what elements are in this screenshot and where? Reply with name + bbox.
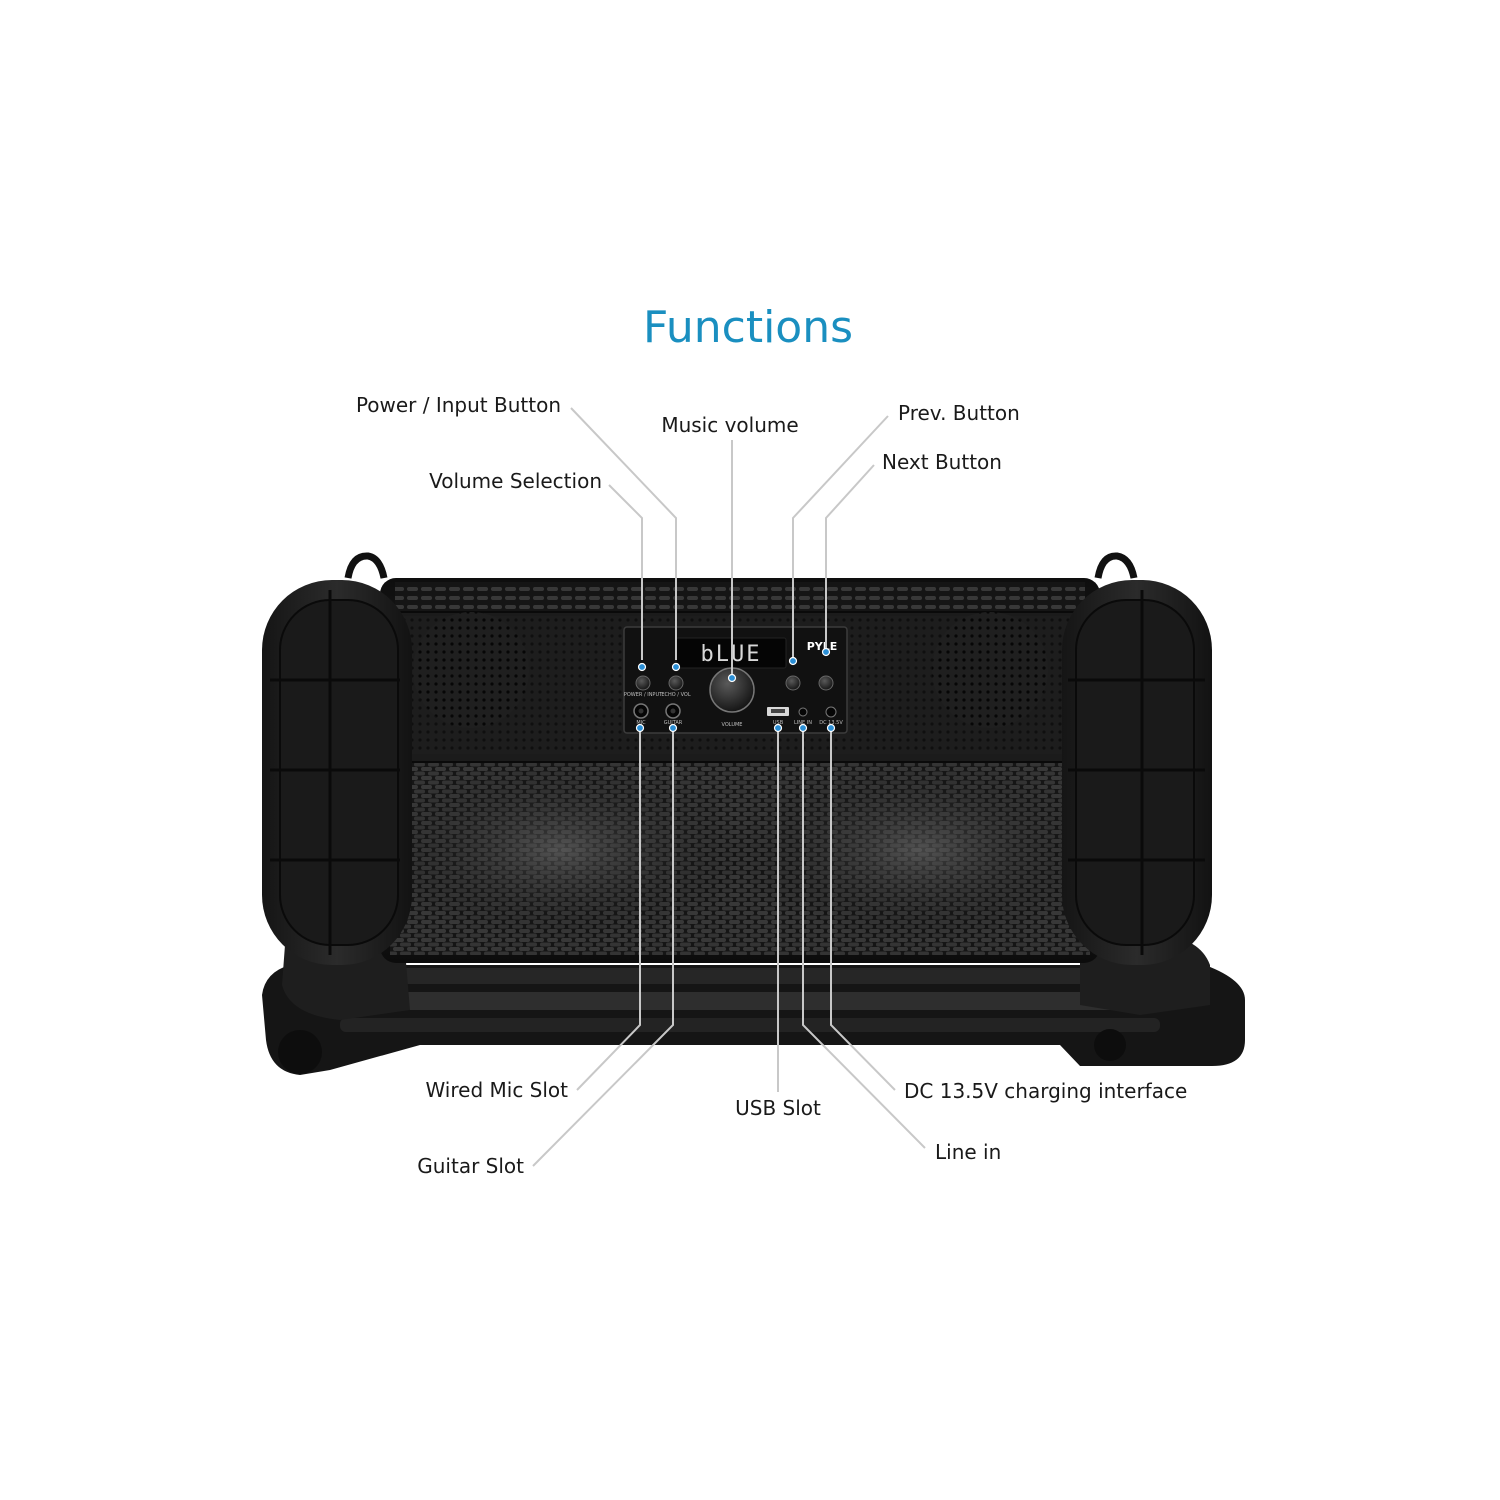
- leader-guitar: [532, 728, 674, 1167]
- page-title: Functions: [643, 302, 853, 353]
- dc-jack[interactable]: [825, 706, 837, 718]
- label-dc: DC 13.5V charging interface: [904, 1079, 1187, 1103]
- power-input-button[interactable]: [635, 675, 651, 691]
- volume-label: VOLUME: [722, 722, 743, 728]
- dot-music-volume: [727, 673, 737, 683]
- echo-vol-button[interactable]: [668, 675, 684, 691]
- label-next: Next Button: [882, 450, 1002, 474]
- leader-power-input: [570, 407, 677, 660]
- next-button[interactable]: [818, 675, 834, 691]
- right-end-cap: [1062, 580, 1212, 965]
- dot-dc: [826, 723, 836, 733]
- label-power-input: Power / Input Button: [356, 393, 561, 417]
- echo-vol-label: ECHO / VOL: [661, 692, 690, 698]
- stand: [262, 935, 1245, 1075]
- dot-volume-selection: [637, 662, 647, 672]
- dot-power-input: [671, 662, 681, 672]
- label-line-in: Line in: [935, 1140, 1001, 1164]
- leader-dc: [830, 728, 896, 1091]
- leader-prev: [792, 415, 889, 660]
- label-usb: USB Slot: [735, 1096, 821, 1120]
- line-in-jack[interactable]: [798, 707, 808, 717]
- dot-guitar: [668, 723, 678, 733]
- brand-logo-text: PYLE: [807, 640, 838, 653]
- usb-label: USB: [773, 720, 784, 726]
- prev-button[interactable]: [785, 675, 801, 691]
- dot-wired-mic: [635, 723, 645, 733]
- leader-next: [825, 464, 875, 652]
- label-guitar: Guitar Slot: [417, 1154, 524, 1178]
- label-volume-selection: Volume Selection: [429, 469, 602, 493]
- leader-lines: [532, 407, 926, 1167]
- left-end-cap: [262, 580, 412, 965]
- line-in-label: LINE IN: [794, 720, 812, 726]
- dot-line-in: [798, 723, 808, 733]
- speaker-illustration: bLUE PYLE POWER / INPUT ECHO / VOL VOLUM…: [262, 552, 1245, 1075]
- leader-wired-mic: [576, 728, 641, 1091]
- power-input-label: POWER / INPUT: [624, 692, 663, 698]
- label-wired-mic: Wired Mic Slot: [425, 1078, 568, 1102]
- leader-volume-selection: [608, 484, 643, 660]
- label-prev: Prev. Button: [898, 401, 1020, 425]
- callout-labels: Power / Input Button Volume Selection Mu…: [356, 393, 1187, 1178]
- panel-display: bLUE: [701, 642, 762, 667]
- dc-label: DC 13.5V: [819, 720, 843, 726]
- dot-usb: [773, 723, 783, 733]
- dot-prev: [788, 656, 798, 666]
- callout-dots: [635, 647, 836, 733]
- leader-line-in: [802, 728, 926, 1149]
- mic-label: MIC: [636, 720, 646, 726]
- guitar-label: GUITAR: [664, 720, 683, 726]
- dot-next: [821, 647, 831, 657]
- label-music-volume: Music volume: [661, 413, 798, 437]
